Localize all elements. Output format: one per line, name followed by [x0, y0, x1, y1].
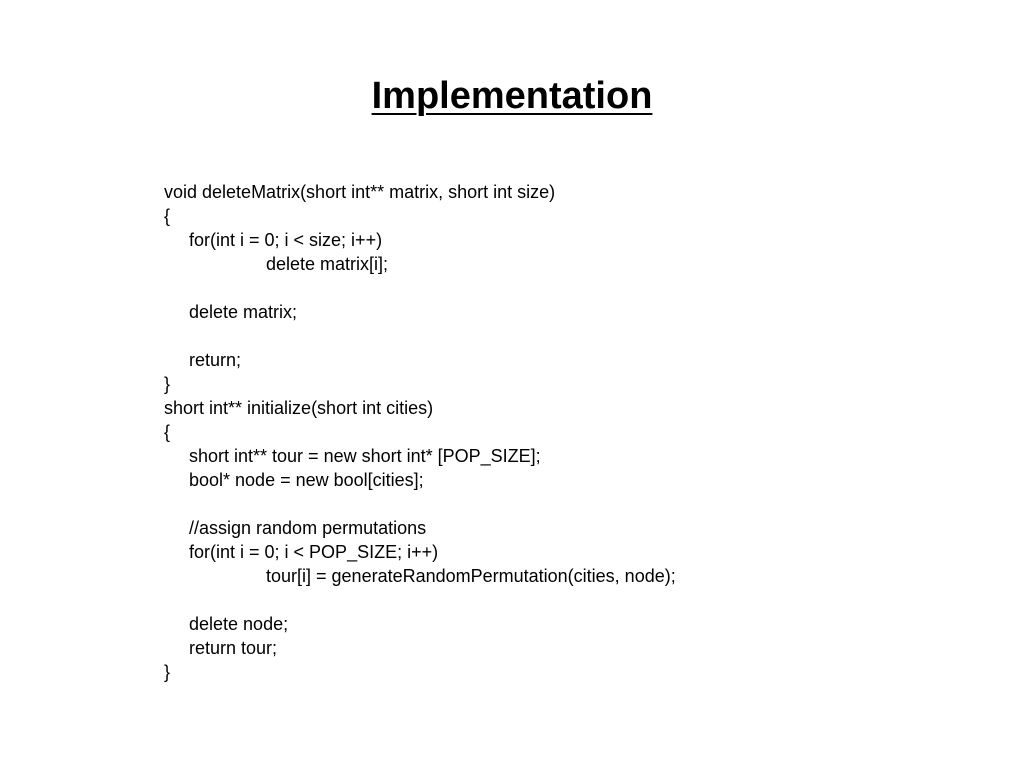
code-line: bool* node = new bool[cities];: [189, 470, 424, 490]
code-line: for(int i = 0; i < size; i++): [189, 230, 383, 250]
code-line: delete matrix;: [189, 302, 298, 322]
code-line: short int** initialize(short int cities): [164, 398, 434, 418]
code-line-blank: [164, 588, 676, 612]
code-line: for(int i = 0; i < POP_SIZE; i++): [189, 542, 439, 562]
code-line: return;: [189, 350, 242, 370]
code-line: delete matrix[i];: [266, 254, 389, 274]
code-block: void deleteMatrix(short int** matrix, sh…: [164, 180, 676, 684]
code-line: {: [164, 206, 171, 226]
code-line: }: [164, 374, 171, 394]
code-comment-line: //assign random permutations: [189, 518, 427, 538]
code-line-blank: [164, 492, 676, 516]
code-line: }: [164, 662, 171, 682]
code-line: {: [164, 422, 171, 442]
slide-title: Implementation: [371, 75, 653, 117]
code-line: short int** tour = new short int* [POP_S…: [189, 446, 541, 466]
code-line: return tour;: [189, 638, 278, 658]
code-line-blank: [164, 324, 676, 348]
code-line: delete node;: [189, 614, 289, 634]
code-line: tour[i] = generateRandomPermutation(citi…: [266, 566, 676, 586]
code-line-blank: [164, 276, 676, 300]
code-line: void deleteMatrix(short int** matrix, sh…: [164, 182, 556, 202]
